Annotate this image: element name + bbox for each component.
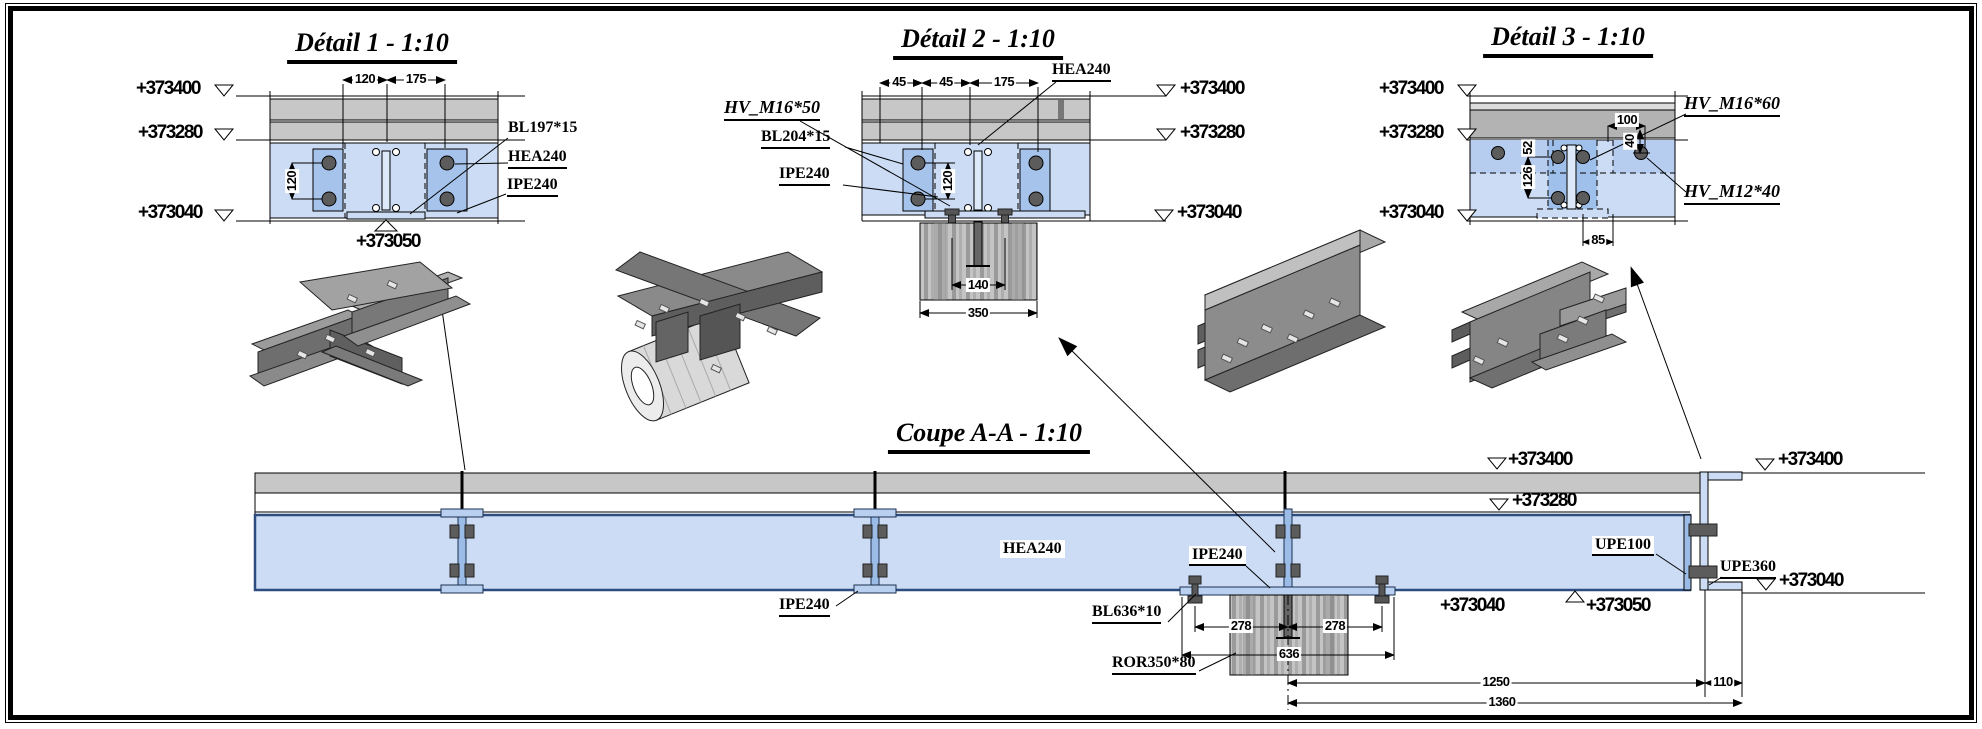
detail-2-title: Détail 2 - 1:10 [893, 24, 1063, 60]
d2-dim-140: 140 [965, 277, 991, 292]
d3-label-hv-m16: HV_M16*60 [1684, 93, 1781, 117]
d2-dim-350: 350 [965, 305, 991, 320]
coupe-elevation-373040-right: +373040 [1779, 570, 1845, 591]
iso-view-detail1-joint [248, 261, 472, 387]
detail-3-title: Détail 3 - 1:10 [1483, 22, 1653, 58]
coupe-dim-1360: 1360 [1486, 694, 1518, 709]
iso-view-detail2-beam [1197, 229, 1387, 393]
coupe-elevation-373280: +373280 [1512, 490, 1578, 511]
d1-dim-120-vertical: 120 [284, 168, 300, 194]
coupe-dim-278a: 278 [1228, 618, 1254, 633]
coupe-aa-drawing [253, 457, 1925, 710]
detail-3-drawing [1456, 84, 1688, 246]
d1-label-plate: BL197*15 [508, 119, 578, 136]
d2-elevation-373280: +373280 [1180, 122, 1246, 143]
d2-label-plate: BL204*15 [761, 128, 831, 149]
d1-label-hea240: HEA240 [508, 148, 567, 169]
d2-label-hea240: HEA240 [1052, 61, 1111, 82]
d2-dim-45b: 45 [937, 74, 955, 89]
coupe-label-ipe240-mid: IPE240 [1189, 546, 1246, 566]
coupe-dim-1250: 1250 [1480, 674, 1512, 689]
d3-label-hv-m12: HV_M12*40 [1684, 181, 1781, 205]
coupe-elevation-373050: +373050 [1586, 595, 1652, 616]
coupe-dim-278b: 278 [1322, 618, 1348, 633]
d1-label-ipe240: IPE240 [507, 176, 558, 197]
drawing-border [5, 3, 1977, 723]
coupe-elevation-373400-right: +373400 [1778, 449, 1844, 470]
coupe-label-upe100: UPE100 [1592, 536, 1654, 556]
d2-label-hv-m16: HV_M16*50 [724, 97, 821, 121]
d1-dim-120: 120 [352, 71, 378, 86]
detail-2-drawing [799, 79, 1177, 318]
coupe-dim-110: 110 [1711, 674, 1735, 689]
iso-view-detail3-upe [1451, 261, 1628, 389]
coupe-aa-title: Coupe A-A - 1:10 [887, 418, 1091, 454]
coupe-label-ror350: ROR350*80 [1112, 654, 1196, 675]
d1-elevation-373050: +373050 [356, 231, 422, 252]
d3-dim-100: 100 [1614, 112, 1640, 127]
d3-elevation-373400: +373400 [1379, 78, 1445, 99]
d2-dim-175: 175 [991, 74, 1017, 89]
coupe-label-upe360: UPE360 [1720, 558, 1776, 579]
coupe-label-hea240: HEA240 [1000, 540, 1065, 558]
d3-dim-52: 52 [1520, 139, 1536, 157]
d3-dim-126: 126 [1520, 164, 1536, 190]
d1-elevation-373400: +373400 [136, 78, 202, 99]
coupe-label-ipe240-left: IPE240 [779, 596, 830, 617]
d1-elevation-373040: +373040 [138, 202, 204, 223]
d2-dim-45a: 45 [890, 74, 908, 89]
coupe-dim-636: 636 [1276, 646, 1302, 661]
d2-elevation-373400: +373400 [1180, 78, 1246, 99]
d2-elevation-373040: +373040 [1177, 202, 1243, 223]
iso-view-pile-joint [614, 251, 824, 422]
coupe-elevation-373040-bottom: +373040 [1440, 595, 1506, 616]
d1-dim-175: 175 [403, 71, 429, 86]
coupe-elevation-373400-left: +373400 [1508, 449, 1574, 470]
d3-dim-85: 85 [1589, 232, 1607, 247]
d2-dim-120-vertical: 120 [940, 168, 956, 194]
d3-elevation-373040: +373040 [1379, 202, 1445, 223]
detail-1-title: Détail 1 - 1:10 [287, 28, 457, 64]
d2-label-ipe240: IPE240 [779, 165, 830, 186]
detail-1-drawing [213, 76, 525, 232]
d1-elevation-373280: +373280 [138, 122, 204, 143]
d3-dim-40: 40 [1622, 132, 1638, 150]
coupe-label-bl636: BL636*10 [1092, 603, 1162, 624]
d3-elevation-373280: +373280 [1379, 122, 1445, 143]
